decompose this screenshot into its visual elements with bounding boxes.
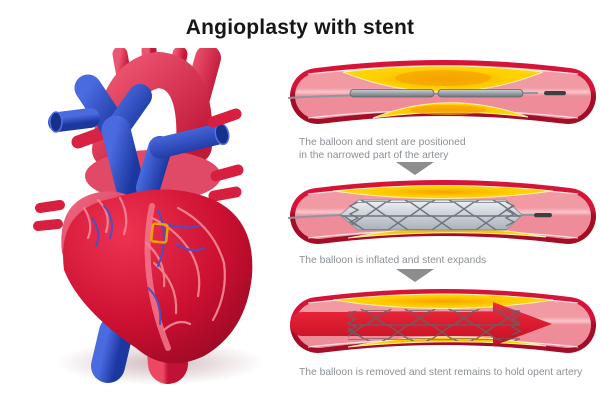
pulmonary-artery — [48, 74, 152, 201]
stent-crown-right — [510, 310, 522, 336]
step-caption-2: The balloon is inflated and stent expand… — [299, 255, 487, 266]
page-title: Angioplasty with stent — [185, 16, 415, 39]
inferior-vena-cava — [91, 315, 133, 383]
left-red-stub — [71, 127, 107, 149]
catheter-tip — [544, 91, 566, 96]
artery-stage-positioned — [288, 60, 596, 124]
vessel-opening-left — [49, 111, 63, 133]
left-red-stubs — [33, 200, 65, 231]
plaque-bottom-core — [410, 105, 486, 115]
right-pulmonary-vessel — [136, 123, 229, 200]
deflated-balloon-right — [437, 89, 524, 98]
angioplasty-steps: The balloon and stent are positioned in … — [288, 52, 600, 396]
down-arrow-icon — [396, 269, 434, 282]
deflated-balloon-left — [349, 89, 435, 98]
stent-crown-left — [346, 310, 358, 336]
catheter-tip — [534, 213, 552, 218]
cardiac-veins — [91, 205, 205, 325]
step-caption-3: The balloon is removed and stent remains… — [299, 367, 583, 378]
artery-stage-stent-remains — [290, 289, 596, 353]
step-caption-1: The balloon and stent are positioned in … — [299, 137, 466, 161]
stent-mesh-remaining — [348, 309, 520, 341]
artery-stage-inflated — [288, 180, 596, 244]
plaque-top-core — [395, 70, 491, 86]
plaque-top-compressed — [332, 185, 554, 199]
stent-crown-left — [348, 201, 360, 227]
stent-crown-right — [504, 201, 516, 227]
stent-mesh — [340, 200, 522, 230]
heart-illustration — [28, 42, 276, 393]
right-red-stubs — [207, 108, 244, 202]
coronary-artery-marker-icon — [150, 222, 169, 244]
interventricular-groove — [144, 203, 171, 351]
